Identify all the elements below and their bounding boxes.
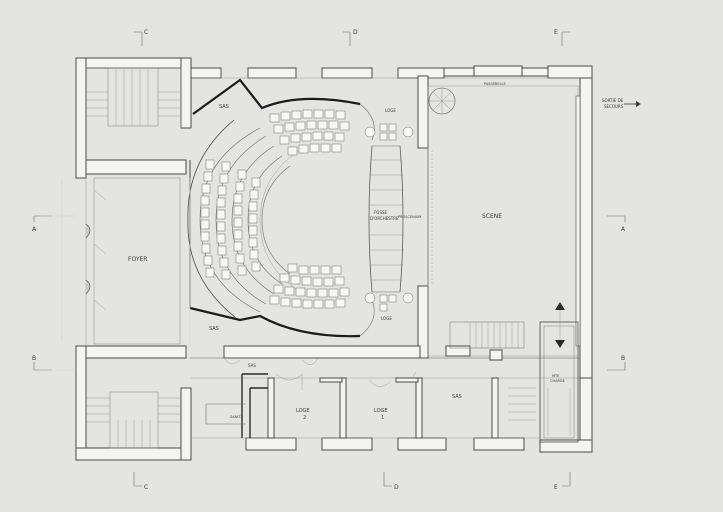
label-passerelle: PASSERELLE <box>484 82 506 86</box>
seating-block-west <box>200 159 261 280</box>
section-marker-d-top: D <box>343 29 358 46</box>
arrow-down-icon <box>555 340 565 348</box>
svg-text:D: D <box>353 29 358 36</box>
lower-corridor: SAS <box>190 345 580 379</box>
staircase-north-west <box>86 67 181 127</box>
foyer-room: FOYER <box>85 177 181 345</box>
svg-text:E: E <box>554 29 558 36</box>
section-marker-e-top: E <box>554 29 570 46</box>
svg-text:D: D <box>394 484 399 491</box>
room-label-sas-corridor: SAS <box>248 363 256 368</box>
svg-text:C: C <box>144 484 148 491</box>
goods-lift: MTE CHARGE <box>539 302 579 443</box>
room-label-fosse: FOSSE <box>374 210 388 215</box>
section-marker-c-bottom: C <box>133 472 148 491</box>
section-markers: C D E A A B B C <box>32 29 626 491</box>
construction-lines <box>40 178 191 371</box>
room-label-scene: SCENE <box>482 213 502 220</box>
stage-area: SCENE PASSERELLE <box>427 82 581 357</box>
seating-block-south <box>269 263 350 309</box>
room-label-montecharge-line2: CHARGE <box>550 379 565 383</box>
room-label-fosse-line2: D'ORCHESTRE <box>370 216 399 221</box>
room-label-montecharge: MTE <box>552 374 559 378</box>
room-label-sanitaires: SANIT. <box>230 415 241 419</box>
svg-text:C: C <box>144 29 148 36</box>
dressing-rooms: SANIT. LOGE 2 LOGE 1 SAS <box>205 373 536 439</box>
seating-block-north <box>269 109 350 156</box>
orchestra-pit: FOSSE D'ORCHESTRE PROSCENIUM <box>368 145 421 293</box>
room-label-loge-1-number: 1 <box>381 415 384 421</box>
svg-text:A: A <box>32 226 37 233</box>
svg-text:E: E <box>554 484 558 491</box>
staircase-south-west <box>86 391 181 449</box>
room-label-loge-north: LOGE <box>385 108 396 113</box>
room-label-proscenium: PROSCENIUM <box>398 215 421 219</box>
section-marker-a-right: A <box>607 215 626 233</box>
room-label-loge-2-number: 2 <box>303 415 306 421</box>
svg-text:A: A <box>621 226 626 233</box>
room-label-loge-2: LOGE <box>296 408 310 414</box>
stage-stairs <box>449 321 525 349</box>
arrow-right-icon <box>636 101 641 107</box>
emergency-exit-annotation: SORTIE DE SECOURS <box>602 98 641 109</box>
svg-text:SECOURS: SECOURS <box>604 104 624 109</box>
svg-text:B: B <box>621 355 625 362</box>
section-marker-e-bottom: E <box>554 472 571 491</box>
room-label-loge-1: LOGE <box>374 408 388 414</box>
room-label-foyer: FOYER <box>128 256 147 263</box>
svg-text:B: B <box>32 355 36 362</box>
room-label-sas-north: SAS <box>219 104 229 110</box>
room-label-sas-south: SAS <box>209 326 219 332</box>
room-label-loge-south: LOGE <box>381 316 392 321</box>
section-marker-c-top: C <box>134 29 148 46</box>
side-loges: LOGE LOGE <box>359 103 414 337</box>
svg-text:SORTIE DE: SORTIE DE <box>602 98 624 103</box>
section-marker-d-bottom: D <box>383 472 399 491</box>
section-marker-b-right: B <box>607 355 626 371</box>
room-label-sas-east: SAS <box>452 394 462 400</box>
arrow-up-icon <box>555 302 565 310</box>
auditorium: SAS SAS <box>187 78 361 338</box>
